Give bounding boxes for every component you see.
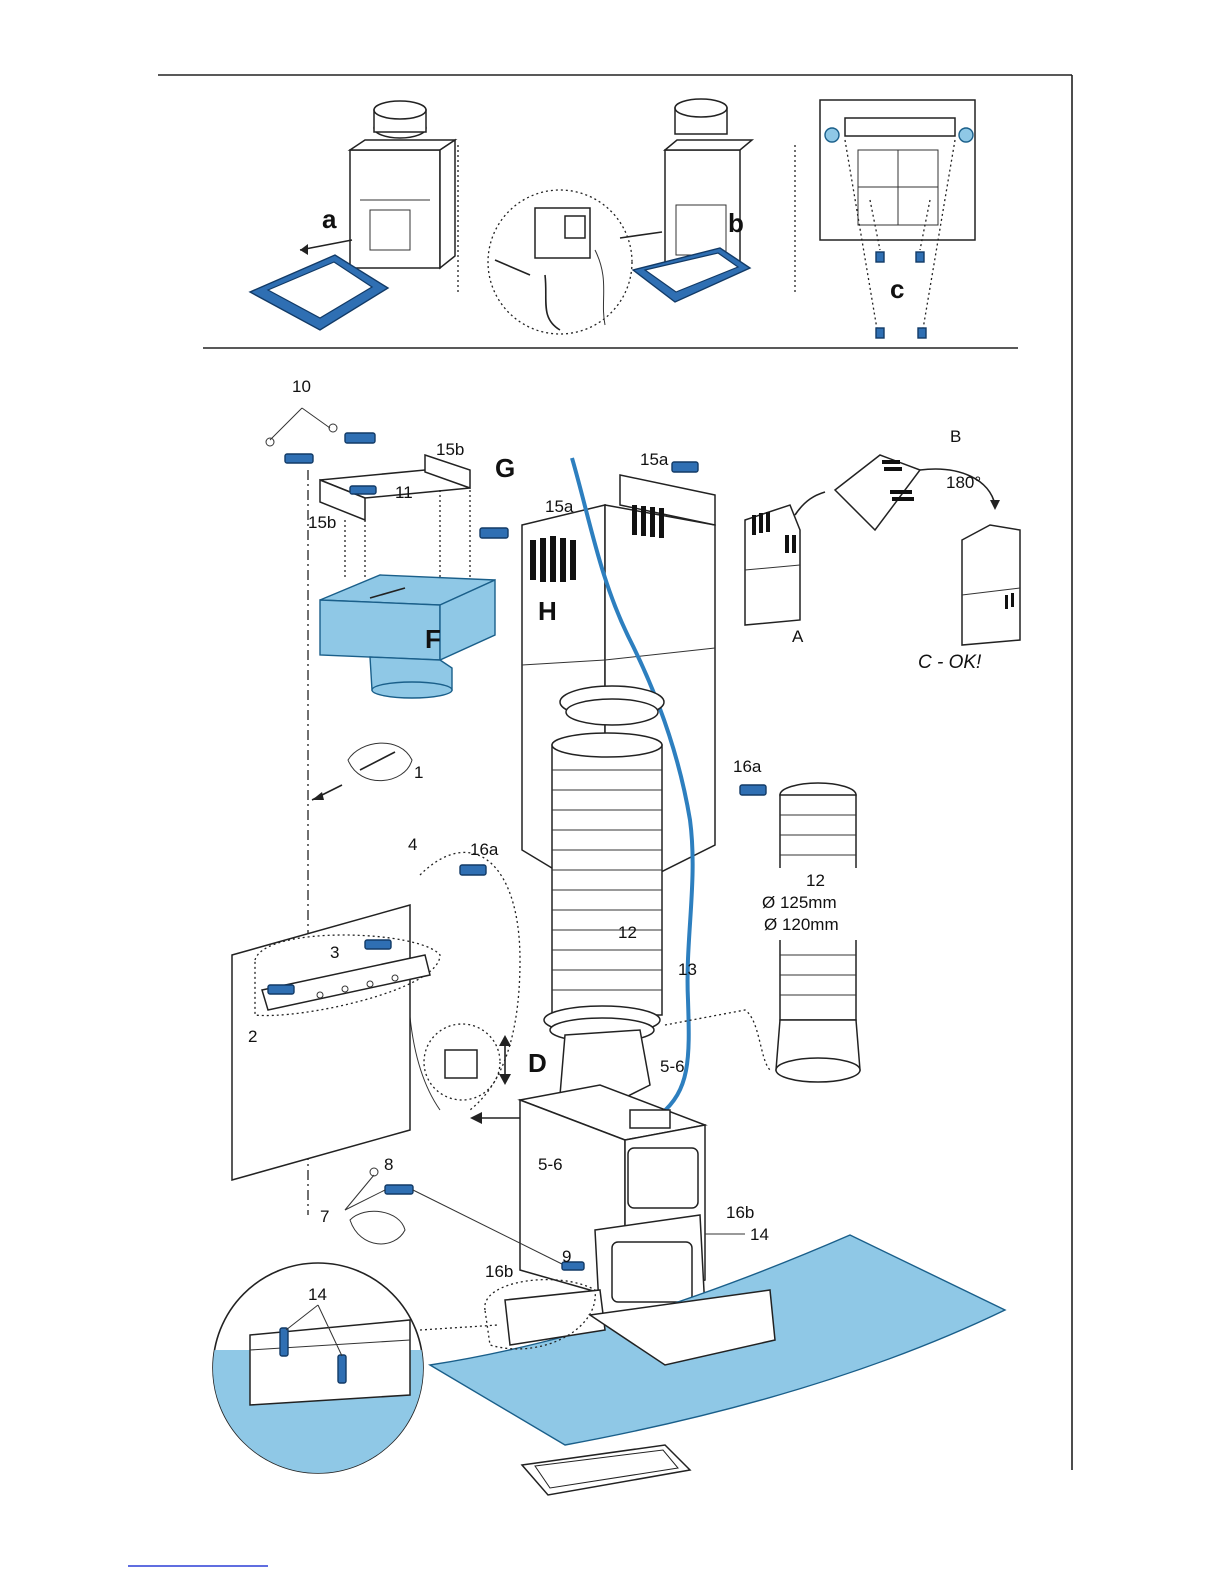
screw-c1 [876,252,884,262]
label-11: 11 [395,483,413,502]
label-14-circle: 14 [308,1285,327,1304]
bracket-g: 15b 11 15b G [308,440,515,580]
label-12-side: 12 [806,871,825,890]
label-5-6-right: 5-6 [660,1057,685,1076]
label-16b-left: 16b [485,1262,513,1281]
label-12-center: 12 [618,923,637,942]
step-a-label: a [322,204,337,234]
label-G: G [495,453,515,483]
screws-10: 10 [266,377,375,463]
label-15b-left: 15b [308,513,336,532]
screw-15a-top [672,462,698,472]
label-13: 13 [678,960,697,979]
label-14-right: 14 [750,1225,769,1244]
step-c-label: c [890,274,904,304]
label-dia-120: Ø 120mm [764,915,839,934]
hood-body-main: 5-6 5-6 16b 14 [520,1030,769,1325]
orientation-detail: A B 180° C - OK! [745,427,1020,673]
screw-15a-left [480,528,508,538]
label-180-deg: 180° [946,473,981,492]
part-c [962,525,1020,645]
panel-a: a [250,101,458,330]
label-F: F [425,624,441,654]
adapter-box-f: F [320,575,495,698]
cable-b [545,275,560,330]
label-10: 10 [292,377,311,396]
screw-c2 [916,252,924,262]
screw-c4 [918,328,926,338]
label-B: B [950,427,961,446]
label-H: H [538,596,557,626]
screw-c3 [876,328,884,338]
label-D: D [528,1048,547,1078]
label-5-6-left: 5-6 [538,1155,563,1174]
label-c-ok: C - OK! [918,652,982,673]
glass-canopy: 16b [430,1235,1005,1495]
label-dia-125: Ø 125mm [762,893,837,912]
label-2: 2 [248,1027,257,1046]
screw-16a-right [740,785,766,795]
screw-16a-left [460,865,486,875]
label-9: 9 [562,1247,571,1266]
label-16a-left: 16a [470,840,499,859]
panel-c: c [820,100,975,338]
label-16a-right: 16a [733,757,762,776]
wall-bracket: 4 3 2 [232,835,520,1180]
step-b-label: b [728,208,744,238]
label-7: 7 [320,1207,329,1226]
label-8: 8 [384,1155,393,1174]
label-4: 4 [408,835,417,854]
label-15a-top: 15a [640,450,669,469]
detail-1: 1 [348,743,423,782]
flexible-duct-12: 12 [544,686,664,1042]
label-A: A [792,627,804,646]
panel-b: b [488,99,795,334]
label-3: 3 [330,943,339,962]
label-16b-right: 16b [726,1203,754,1222]
label-15b-top: 15b [436,440,464,459]
label-1: 1 [414,763,423,782]
